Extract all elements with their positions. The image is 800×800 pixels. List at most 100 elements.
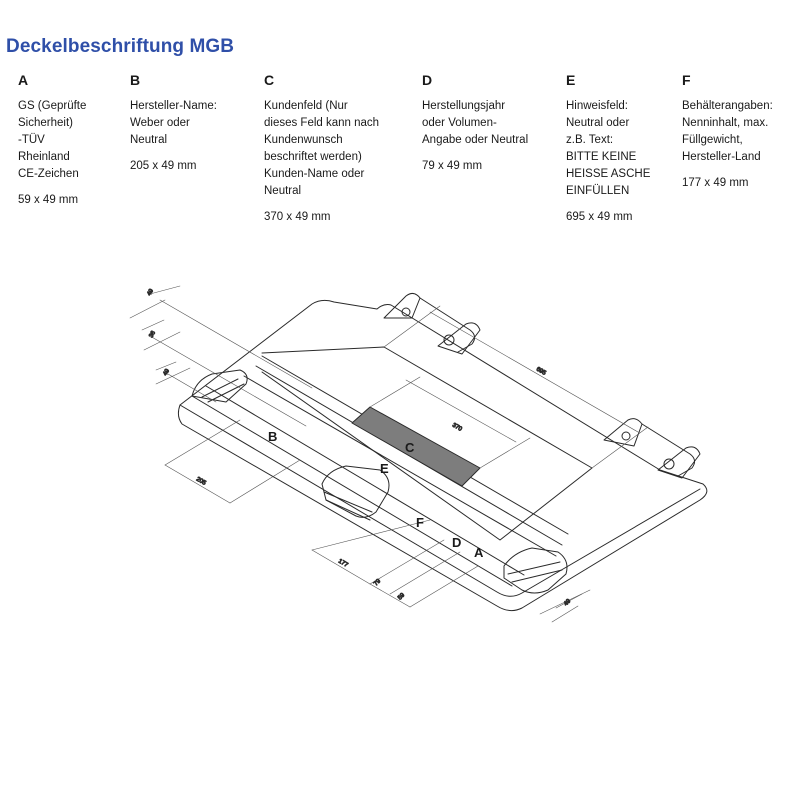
dimension-line (149, 285, 181, 295)
dimension-line (311, 549, 371, 585)
band-line (205, 385, 525, 576)
band-line (191, 395, 513, 587)
dimension-line (429, 311, 639, 433)
field-dimension: 79 x 49 mm (422, 160, 483, 172)
dimension-line (369, 376, 421, 408)
description-line: CE-Zeichen (18, 168, 79, 180)
field-dimension: 205 x 49 mm (130, 160, 197, 172)
field-label-b: B (268, 429, 277, 444)
description-line: Angabe oder Neutral (422, 134, 529, 146)
dimension-value-e: 695 (535, 367, 547, 378)
field-letter: E (566, 72, 576, 88)
field-b-description: B Hersteller-Name: Weber oder Neutral 20… (130, 72, 217, 175)
dimension-line (155, 361, 177, 371)
dimension-value-right: 49 (563, 598, 572, 607)
field-letter: A (18, 72, 29, 88)
description-line: Herstellungsjahr (422, 100, 506, 112)
dimension-line (159, 299, 313, 389)
dimension-line (369, 539, 445, 585)
dimension-line (591, 426, 649, 469)
dimension-line (164, 464, 231, 504)
description-line: Hersteller-Land (682, 151, 761, 163)
field-e-description: E Hinweisfeld: Neutral oder z.B. Text: B… (566, 72, 650, 226)
left-handle-recess (191, 369, 248, 403)
field-label-a: A (474, 545, 484, 560)
center-handle-recess (321, 465, 390, 518)
field-d-description: D Herstellungsjahr oder Volumen- Angabe … (422, 72, 528, 175)
description-line: Nenninhalt, max. (682, 117, 769, 129)
dimension-line (539, 589, 591, 615)
dimension-line (479, 437, 531, 469)
description-line: -TÜV (18, 134, 45, 146)
dimension-value-top1: 49 (147, 288, 156, 297)
description-line: beschriftet werden) (264, 151, 362, 163)
dimension-value-b: 205 (195, 477, 207, 488)
field-c-shape (351, 406, 481, 487)
dimension-line (409, 565, 479, 608)
description-line: Hinweisfeld: (566, 100, 628, 112)
dimension-line (149, 335, 307, 427)
hinge-left (383, 292, 481, 355)
right-handle-recess (503, 547, 568, 594)
description-line: Weber oder (130, 117, 190, 129)
description-line: oder Volumen- (422, 117, 497, 129)
field-letter: F (682, 72, 691, 88)
lid-outline (177, 299, 708, 612)
field-letter: D (422, 72, 433, 88)
field-label-f: F (416, 515, 424, 530)
dimension-line (311, 519, 431, 551)
dimension-value-f: 177 (337, 559, 349, 570)
field-label-c: C (405, 440, 415, 455)
dimension-line (129, 299, 166, 319)
field-label-e: E (380, 461, 389, 476)
description-line: Kundenwunsch (264, 134, 343, 146)
dimension-line (143, 331, 181, 351)
dimension-line (164, 419, 241, 466)
dimension-line (555, 593, 583, 609)
description-line: Kundenfeld (Nur (264, 100, 348, 112)
center-handle-grip (323, 491, 373, 521)
description-line: Hersteller-Name: (130, 100, 217, 112)
description-line: Rheinland (18, 151, 70, 163)
right-handle-grip (507, 561, 563, 583)
description-line: HEISSE ASCHE (566, 168, 651, 180)
dimension-line (405, 379, 517, 443)
description-line: dieses Feld kann nach (264, 117, 380, 129)
dimension-value-a: 59 (397, 592, 406, 601)
page-title: Deckelbeschriftung MGB (6, 36, 235, 57)
dimension-value-top3: 49 (163, 368, 172, 377)
lid-front-edge (179, 404, 701, 597)
field-label-d: D (452, 535, 461, 550)
field-dimension: 370 x 49 mm (264, 211, 331, 223)
description-line: Neutral (264, 185, 302, 197)
dimension-line (383, 305, 441, 348)
field-f-description: F Behälterangaben: Nenninhalt, max. Füll… (682, 72, 773, 192)
description-line: EINFÜLLEN (566, 185, 630, 197)
field-dimension: 695 x 49 mm (566, 211, 633, 223)
description-line: BITTE KEINE (566, 151, 637, 163)
field-dimension: 59 x 49 mm (18, 194, 79, 206)
description-line: Neutral oder (566, 117, 630, 129)
dimension-line (155, 367, 191, 385)
description-line: Kunden-Name oder (264, 168, 365, 180)
field-dimension: 177 x 49 mm (682, 177, 749, 189)
dimension-line (389, 551, 461, 595)
field-c-description: C Kundenfeld (Nur dieses Feld kann nach … (264, 72, 379, 226)
description-line: Füllgewicht, (682, 134, 743, 146)
description-line: Sicherheit) (18, 117, 73, 129)
description-line: z.B. Text: (566, 134, 614, 146)
dimension-value-d: 79 (373, 578, 382, 587)
dimension-value-top2: 36 (149, 330, 158, 339)
field-letter: C (264, 72, 275, 88)
dimension-line (229, 459, 301, 504)
dimension-line (369, 583, 411, 608)
dimension-line (167, 373, 217, 403)
description-line: GS (Geprüfte (18, 100, 87, 112)
dimension-line (141, 319, 165, 331)
description-line: Neutral (130, 134, 168, 146)
field-a-description: A GS (Geprüfte Sicherheit) -TÜV Rheinlan… (18, 72, 86, 209)
dimension-line (551, 605, 579, 623)
band-line (243, 375, 557, 557)
dimension-value-c: 370 (451, 423, 463, 434)
